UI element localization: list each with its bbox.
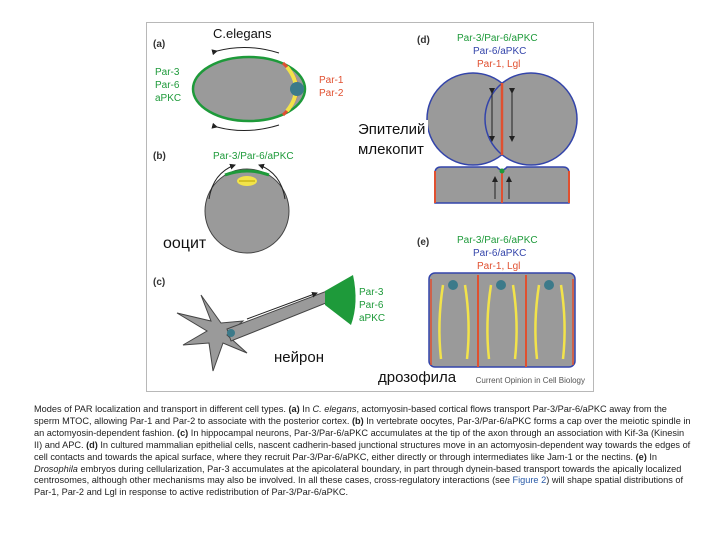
panel-a-right-label-2: Par-2 xyxy=(319,88,344,99)
panel-b-label: (b) xyxy=(153,151,166,162)
figure-caption: Modes of PAR localization and transport … xyxy=(34,404,694,499)
panel-e-label-2: Par-6/aPKC xyxy=(473,248,526,259)
caption-c-text: In hippocampal neurons, Par-3/Par-6/aPKC… xyxy=(34,427,685,450)
label-epithelium: Эпителий млекопит xyxy=(355,120,429,160)
caption-e-species: Drosophila xyxy=(34,463,78,474)
panel-c-label-2: Par-6 xyxy=(359,300,384,311)
source-credit: Current Opinion in Cell Biology xyxy=(476,376,585,385)
caption-c-label: (c) xyxy=(177,427,189,438)
caption-text: Modes of PAR localization and transport … xyxy=(34,404,694,499)
panel-c-label-3: aPKC xyxy=(359,313,385,324)
panel-e-label-3: Par-1, Lgl xyxy=(477,261,520,272)
caption-a-label: (a) xyxy=(288,404,300,414)
caption-e-text-1: In xyxy=(646,451,658,462)
caption-b-label: (b) xyxy=(351,415,364,426)
panel-d-cells-top xyxy=(426,72,578,166)
panel-e-label: (e) xyxy=(417,237,429,248)
caption-lead: Modes of PAR localization and transport … xyxy=(34,404,289,414)
caption-e-label: (e) xyxy=(635,451,647,462)
caption-a-species: C. elegans xyxy=(312,404,357,414)
panel-a-embryo xyxy=(191,47,307,131)
panel-d-label: (d) xyxy=(417,35,430,46)
panel-d-label-2: Par-6/aPKC xyxy=(473,46,526,57)
caption-d-text: In cultured mammalian epithelial cells, … xyxy=(34,439,691,462)
panel-a-right-label-1: Par-1 xyxy=(319,75,344,86)
panel-c-label-1: Par-3 xyxy=(359,287,384,298)
panel-c-label: (c) xyxy=(153,277,165,288)
panel-c-neuron xyxy=(176,275,356,372)
label-drosophila: дрозофила xyxy=(376,369,459,386)
panel-a-left-label-3: aPKC xyxy=(155,93,181,104)
label-oocyte: ооцит xyxy=(160,235,210,253)
panel-d-cells-bottom xyxy=(434,166,570,204)
panel-d-label-3: Par-1, Lgl xyxy=(477,59,520,70)
caption-d-label: (d) xyxy=(86,439,98,450)
caption-e-text-3: ) will shape spatial distributions of Pa… xyxy=(34,475,684,498)
figure-2-link[interactable]: Figure 2 xyxy=(512,475,547,486)
figure-panel: (a) Par-3 Par-6 aPKC Par-1 Par-2 (b) Par… xyxy=(146,22,594,392)
caption-e-text-2: embryos during cellularization, Par-3 ac… xyxy=(34,463,682,486)
caption-a-text-2: , actomyosin-based cortical flows transp… xyxy=(34,404,667,426)
panel-a-left-label-1: Par-3 xyxy=(155,67,180,78)
caption-a-text-1: In xyxy=(299,404,313,414)
panel-e-label-1: Par-3/Par-6/aPKC xyxy=(457,235,538,246)
panel-e-cells xyxy=(428,272,576,368)
label-epithelium-line-2: млекопит xyxy=(358,141,424,158)
label-celegans: C.elegans xyxy=(211,26,274,41)
label-neuron: нейрон xyxy=(271,349,327,366)
panel-b-oocyte xyxy=(204,163,290,254)
panel-b-top-label: Par-3/Par-6/aPKC xyxy=(213,151,294,162)
panel-a-label: (a) xyxy=(153,39,165,50)
caption-b-text: In vertebrate oocytes, Par-3/Par-6/aPKC … xyxy=(34,415,691,438)
panel-a-left-label-2: Par-6 xyxy=(155,80,180,91)
figure-drawing: (a) Par-3 Par-6 aPKC Par-1 Par-2 (b) Par… xyxy=(153,33,585,385)
panel-d-label-1: Par-3/Par-6/aPKC xyxy=(457,33,538,44)
label-epithelium-line-1: Эпителий xyxy=(358,121,426,138)
